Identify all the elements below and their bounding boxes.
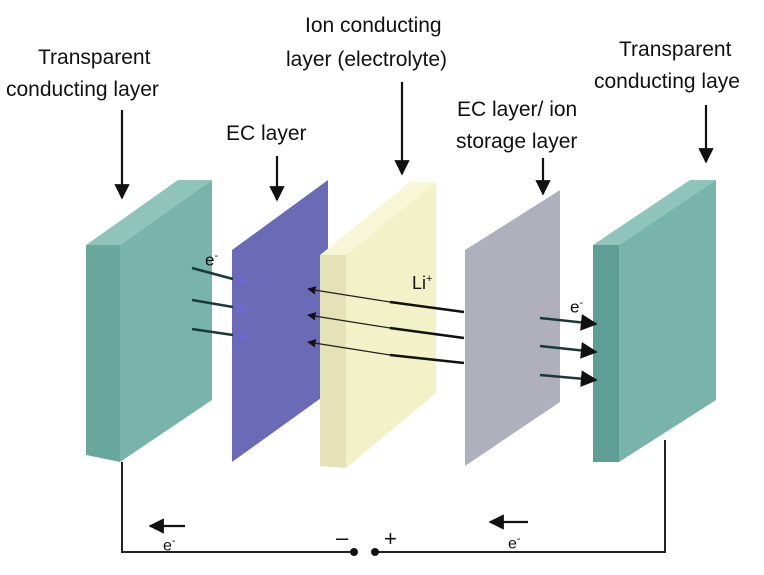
electron-symbol-left-letter: e — [205, 250, 215, 270]
left-transparent-label-line2: conducting layer — [6, 78, 159, 101]
li-arrow-3 — [307, 339, 391, 356]
electron-arrows-right — [539, 314, 598, 388]
right-slab-front — [593, 245, 619, 462]
right-transparent-conducting-layer — [593, 180, 716, 462]
left-transparent-conducting-layer — [86, 180, 212, 462]
lithium-ion-letters: Li — [412, 273, 427, 293]
right-slab-side — [619, 180, 716, 462]
ec-layer-panel — [232, 180, 328, 462]
right-slab-top — [593, 180, 716, 245]
electron-arrow-right-2 — [539, 342, 598, 359]
left-transparent-label-line1: Transparent — [38, 46, 151, 69]
electron-symbol-left: e- — [205, 251, 218, 269]
electron-arrow-right-3 — [539, 370, 598, 388]
ec-storage-layer-panel — [465, 190, 560, 466]
right-transparent-label-line2: conducting laye — [594, 70, 740, 93]
left-slab-top — [86, 180, 212, 245]
li-arrow-1-dark — [389, 300, 465, 314]
external-circuit — [121, 440, 666, 556]
circuit-wire-right — [378, 440, 666, 553]
terminal-plus-dot — [371, 548, 379, 556]
electron-arrow-left-3 — [191, 327, 234, 337]
ec-layer-label: EC layer — [226, 122, 307, 145]
ec-storage-label-line2: storage layer — [456, 130, 578, 153]
lithium-ion-charge: + — [426, 273, 433, 285]
li-arrow-3-dark — [389, 353, 465, 365]
circuit-electron-symbol-right: e- — [508, 534, 521, 552]
electron-symbol-right: e- — [570, 298, 583, 316]
circuit-electron-right-letter: e — [508, 535, 517, 553]
circuit-electron-right-charge: - — [516, 533, 521, 545]
circuit-electron-symbol-left: e- — [163, 536, 176, 554]
electrolyte-side — [346, 182, 436, 468]
li-arrow-2 — [307, 312, 391, 329]
electron-arrow-right-1 — [539, 314, 598, 331]
left-slab-front — [86, 245, 120, 462]
terminal-minus-dot — [350, 548, 358, 556]
circuit-electron-left-letter: e — [163, 537, 172, 555]
right-transparent-label-line1: Transparent — [619, 38, 732, 61]
electrolyte-top — [320, 182, 436, 255]
terminal-minus-label: – — [336, 525, 349, 550]
electrolyte-label-line2: layer (electrolyte) — [286, 48, 448, 71]
li-arrow-1 — [307, 286, 391, 303]
electron-symbol-right-letter: e — [570, 297, 580, 317]
electron-arrow-left-2-tail — [232, 307, 246, 309]
electron-arrow-left-3-tail — [232, 335, 246, 337]
left-slab-side — [120, 180, 212, 462]
lithium-ion-arrows — [307, 286, 465, 365]
ec-storage-label-line1: EC layer/ ion — [457, 98, 578, 121]
electrolyte-layer — [320, 182, 436, 468]
electron-arrow-left-1 — [191, 266, 234, 281]
electron-symbol-left-charge: - — [214, 250, 219, 262]
circuit-wire-left — [121, 462, 350, 553]
electron-arrow-left-2 — [191, 298, 234, 309]
electrolyte-label-line1: Ion conducting — [305, 14, 442, 37]
electrolyte-front — [320, 255, 346, 468]
electron-arrow-left-1-tail — [232, 279, 246, 282]
lithium-ion-symbol: Li+ — [412, 273, 433, 293]
electron-symbol-right-charge: - — [579, 297, 584, 309]
terminal-plus-label: + — [384, 526, 397, 551]
electron-arrows-left — [191, 266, 246, 337]
li-arrow-2-dark — [389, 326, 465, 340]
circuit-electron-left-charge: - — [171, 535, 176, 547]
